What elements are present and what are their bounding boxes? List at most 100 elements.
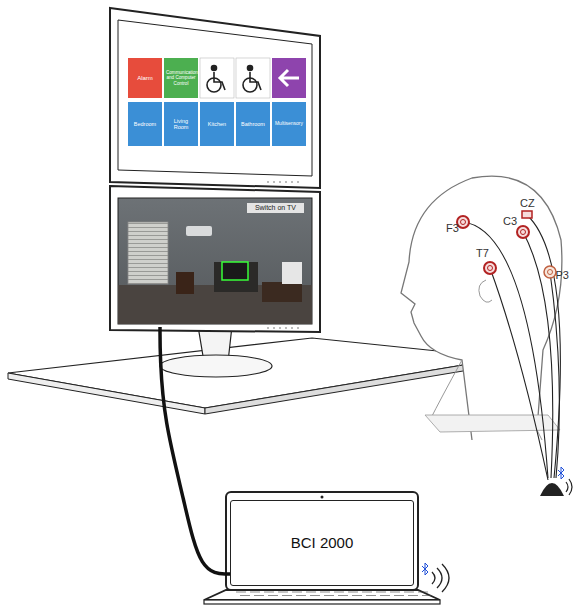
head-stand bbox=[425, 415, 560, 432]
electrode-wires bbox=[463, 215, 560, 480]
laptop-screen: BCI 2000 bbox=[230, 500, 414, 586]
head-outline bbox=[401, 176, 562, 440]
key bbox=[320, 592, 330, 593]
tile-label: Multisensory bbox=[275, 121, 303, 127]
key bbox=[278, 592, 288, 593]
key bbox=[292, 592, 302, 593]
cable bbox=[160, 327, 230, 574]
tile-label: Bathroom bbox=[241, 121, 265, 127]
key bbox=[390, 592, 400, 593]
eeg-transmitter bbox=[540, 467, 572, 496]
tile-label: Kitchen bbox=[208, 121, 226, 127]
back-arrow bbox=[280, 70, 299, 86]
electrode bbox=[484, 262, 496, 274]
key bbox=[352, 595, 362, 596]
webcam bbox=[321, 496, 324, 499]
key bbox=[348, 592, 358, 593]
key bbox=[264, 592, 274, 593]
monitor-stand bbox=[160, 326, 272, 377]
stand-base bbox=[160, 355, 272, 377]
lamp bbox=[282, 262, 302, 284]
room-scene bbox=[118, 198, 312, 324]
laptop-base bbox=[204, 590, 440, 600]
key bbox=[334, 592, 344, 593]
key bbox=[380, 595, 390, 596]
top-monitor bbox=[110, 8, 320, 188]
electrode bbox=[488, 266, 493, 271]
bluetooth-symbol bbox=[422, 563, 428, 575]
room-tile: Living Room bbox=[164, 102, 198, 146]
electrode bbox=[521, 230, 526, 235]
wireless-waves bbox=[566, 479, 572, 495]
key bbox=[422, 595, 432, 596]
laptop-edge bbox=[204, 600, 440, 604]
key bbox=[268, 595, 278, 596]
monitor-frame bbox=[110, 8, 320, 188]
room-tile: Kitchen bbox=[200, 102, 234, 146]
back-arrow-tile bbox=[272, 58, 306, 98]
key bbox=[236, 592, 246, 593]
key bbox=[282, 595, 292, 596]
desk bbox=[8, 338, 505, 414]
ear bbox=[479, 280, 492, 302]
electrode bbox=[461, 220, 466, 225]
wheelchair-icon bbox=[207, 66, 225, 93]
bottom-monitor bbox=[110, 186, 320, 332]
key bbox=[306, 592, 316, 593]
key bbox=[418, 592, 428, 593]
key bbox=[338, 595, 348, 596]
electrode bbox=[522, 211, 532, 218]
alarm-tile: Alarm bbox=[128, 58, 162, 98]
tile-label: Living Room bbox=[166, 118, 196, 130]
laptop bbox=[204, 492, 449, 604]
keyboard bbox=[236, 592, 432, 596]
electrode bbox=[548, 270, 553, 275]
desk-edge bbox=[8, 373, 205, 414]
tile-label: BCI 2000 bbox=[291, 535, 354, 552]
electrode bbox=[544, 266, 556, 278]
key bbox=[408, 595, 418, 596]
communication-tile: Communication and Computer Control bbox=[164, 58, 198, 98]
electrode-label: CZ bbox=[520, 197, 535, 209]
transmitter-body bbox=[540, 483, 564, 496]
wireless-waves bbox=[432, 564, 449, 592]
key bbox=[310, 595, 320, 596]
key bbox=[394, 595, 404, 596]
monitor-screen bbox=[118, 20, 312, 176]
laptop-lid bbox=[226, 492, 418, 590]
bluetooth-symbol bbox=[558, 467, 564, 479]
table bbox=[262, 282, 302, 302]
room-tile: Bathroom bbox=[236, 102, 270, 146]
electrode-label: P3 bbox=[556, 269, 569, 281]
key bbox=[324, 595, 334, 596]
tile-label: Bedroom bbox=[134, 121, 156, 127]
button-dots bbox=[267, 327, 299, 329]
vr-screen: Switch on TV bbox=[118, 198, 312, 324]
electrode-label: F3 bbox=[446, 222, 459, 234]
electrode bbox=[517, 226, 529, 238]
chair bbox=[176, 272, 194, 294]
room-tile: Multisensory bbox=[272, 102, 306, 146]
key bbox=[362, 592, 372, 593]
wheelchair-tile bbox=[236, 58, 270, 98]
key bbox=[366, 595, 376, 596]
key bbox=[254, 595, 264, 596]
wheelchair-tile bbox=[200, 58, 234, 98]
window-blinds bbox=[128, 222, 168, 284]
tile-label: Alarm bbox=[137, 75, 153, 82]
monitor-frame bbox=[110, 186, 320, 332]
air-conditioner bbox=[186, 226, 212, 236]
tv-cabinet bbox=[214, 262, 258, 292]
key bbox=[296, 595, 306, 596]
button-dots bbox=[267, 181, 299, 183]
screen-caption: Switch on TV bbox=[247, 203, 304, 213]
key bbox=[240, 595, 250, 596]
electrodes bbox=[457, 211, 556, 278]
key bbox=[250, 592, 260, 593]
electrode-label: C3 bbox=[503, 215, 517, 227]
tv-highlighted bbox=[222, 262, 248, 280]
electrode-label: T7 bbox=[476, 247, 489, 259]
head bbox=[401, 176, 562, 440]
tile-label: Communication and Computer Control bbox=[166, 70, 196, 85]
